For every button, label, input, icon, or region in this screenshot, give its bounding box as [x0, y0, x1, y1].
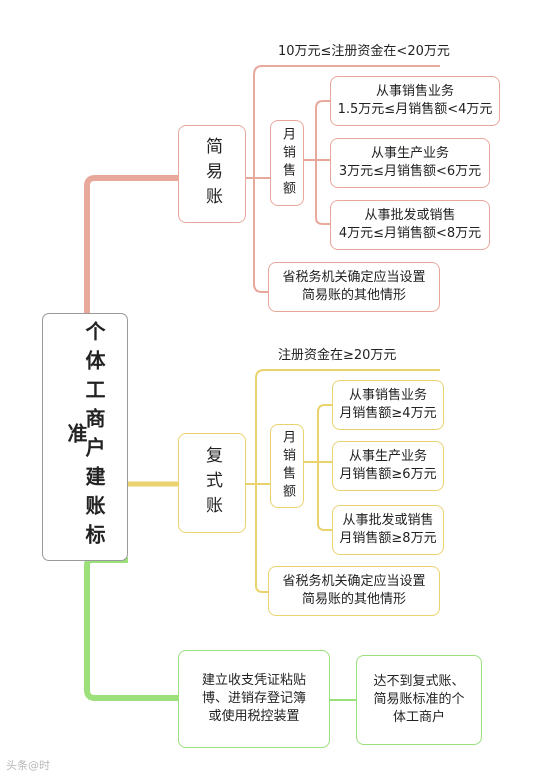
double-threshold-label: 注册资金在≥20万元: [278, 348, 397, 363]
item-line-2: 简易账的其他情形: [301, 288, 406, 303]
item-line-1: 省税务机关确定应当设置: [282, 270, 426, 285]
method-line-2: 博、进销存登记簿: [201, 691, 306, 706]
double-item-sales: 从事销售业务 月销售额≥4万元: [332, 380, 444, 430]
item-line-1: 从事生产业务: [370, 146, 449, 161]
item-line-1: 从事销售业务: [348, 388, 427, 403]
household-line-2: 简易账标准的个: [373, 692, 465, 707]
item-line-1: 从事批发或销售: [364, 208, 456, 223]
simple-account-node: 简易账: [178, 125, 246, 223]
simple-threshold-label: 10万元≤注册资金在<20万元: [278, 44, 450, 59]
item-line-2: 4万元≤月销售额<8万元: [338, 226, 482, 241]
item-line-1: 从事批发或销售: [342, 513, 434, 528]
bookkeeping-method-box: 建立收支凭证粘贴 博、进销存登记簿 或使用税控装置: [178, 650, 330, 748]
household-line-3: 体工商户: [392, 710, 445, 725]
item-line-1: 省税务机关确定应当设置: [282, 574, 426, 589]
simple-item-sales: 从事销售业务 1.5万元≤月销售额<4万元: [330, 76, 500, 126]
double-monthly-sales-node: 月销售额: [270, 424, 304, 508]
double-other-case: 省税务机关确定应当设置 简易账的其他情形: [268, 566, 440, 616]
applicable-household-box: 达不到复式账、 简易账标准的个 体工商户: [356, 655, 482, 745]
item-line-2: 月销售额≥8万元: [339, 531, 437, 546]
method-line-3: 或使用税控装置: [208, 709, 300, 724]
simple-monthly-sales-node: 月销售额: [270, 120, 304, 206]
double-item-production: 从事生产业务 月销售额≥6万元: [332, 441, 444, 491]
item-line-2: 月销售额≥4万元: [339, 406, 437, 421]
item-line-2: 1.5万元≤月销售额<4万元: [337, 102, 493, 117]
household-line-1: 达不到复式账、: [373, 674, 465, 689]
item-line-2: 月销售额≥6万元: [339, 467, 437, 482]
method-line-1: 建立收支凭证粘贴: [201, 673, 306, 688]
item-line-2: 简易账的其他情形: [301, 592, 406, 607]
simple-other-case: 省税务机关确定应当设置 简易账的其他情形: [268, 262, 440, 312]
simple-item-production: 从事生产业务 3万元≤月销售额<6万元: [330, 138, 490, 188]
simple-item-wholesale: 从事批发或销售 4万元≤月销售额<8万元: [330, 200, 490, 250]
double-item-wholesale: 从事批发或销售 月销售额≥8万元: [332, 505, 444, 555]
double-account-node: 复式账: [178, 433, 246, 533]
item-line-2: 3万元≤月销售额<6万元: [338, 164, 482, 179]
root-node: 个体工商户建账标准: [42, 313, 128, 561]
item-line-1: 从事销售业务: [375, 84, 454, 99]
item-line-1: 从事生产业务: [348, 449, 427, 464]
watermark: 头条@时: [6, 759, 50, 772]
